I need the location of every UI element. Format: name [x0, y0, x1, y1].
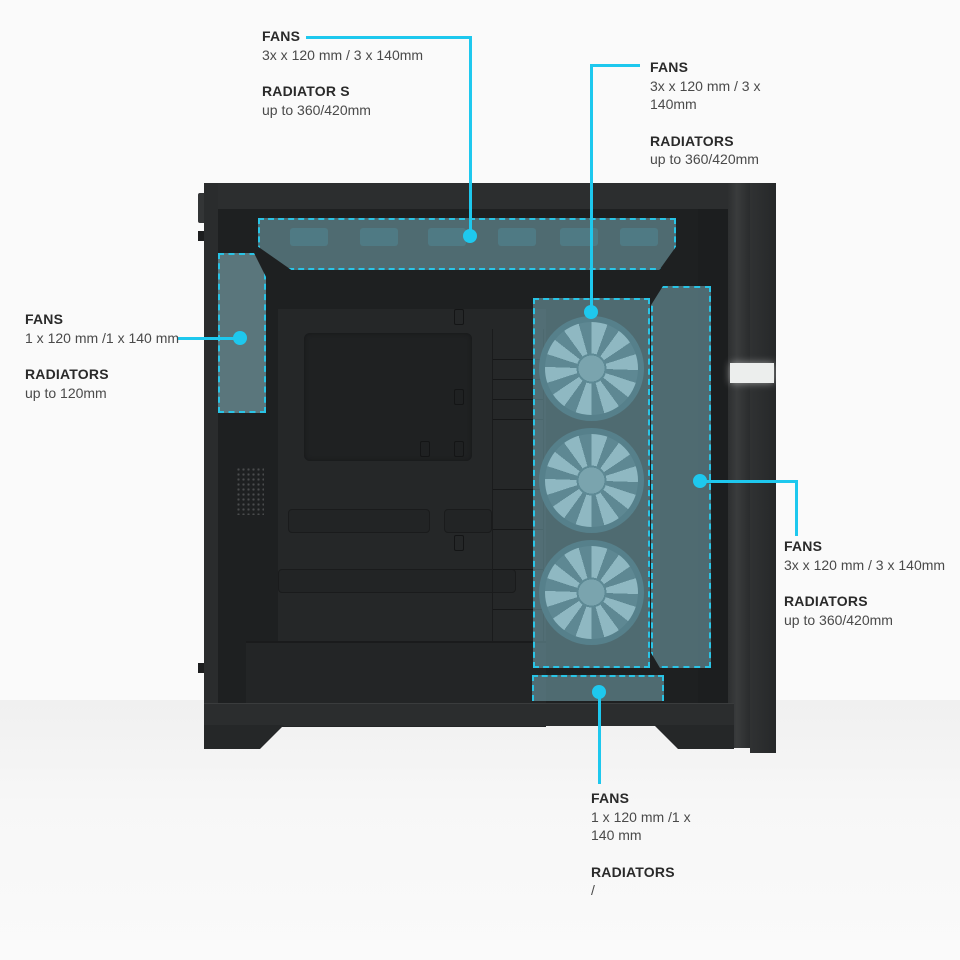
- case-top-frame: [204, 183, 774, 210]
- radiators-value: up to 360/420mm: [650, 151, 759, 167]
- middle-radiator-zone: [533, 298, 650, 668]
- fans-value: 1 x 120 mm /1 x 140 mm: [25, 329, 180, 346]
- callout-dot-bottom: [592, 685, 606, 699]
- callout-line-side: [700, 480, 798, 483]
- grommet: [454, 309, 464, 325]
- fan-icon: [539, 540, 644, 645]
- callout-dot-side: [693, 474, 707, 488]
- fans-value: 3x x 120 mm / 3 x 140mm: [784, 556, 946, 573]
- cable-slot: [288, 509, 430, 533]
- callout-dot-top: [463, 229, 477, 243]
- floor-background: [0, 700, 960, 960]
- radiators-heading: RADIATORS: [25, 366, 109, 382]
- front-panel: [750, 183, 776, 753]
- grommet: [454, 389, 464, 405]
- top-fan-zone: [258, 218, 676, 270]
- radiators-value: up to 360/420mm: [262, 101, 371, 118]
- rear-bracket: [198, 193, 206, 223]
- callout-dot-middle: [584, 305, 598, 319]
- cable-slot: [278, 569, 516, 593]
- grommet: [454, 535, 464, 551]
- radiators-heading: RADIATOR S: [262, 83, 350, 99]
- fans-heading: FANS: [650, 59, 689, 75]
- case-foot-right: [654, 725, 734, 749]
- callout-line-side: [795, 480, 798, 536]
- case-foot-left: [204, 725, 284, 749]
- radiators-heading: RADIATORS: [650, 132, 734, 149]
- callout-line-top: [306, 36, 472, 39]
- radiators-heading: RADIATORS: [591, 863, 675, 880]
- radiators-value: up to 360/420mm: [784, 611, 893, 628]
- callout-line-middle: [590, 64, 593, 312]
- fans-heading: FANS: [262, 28, 301, 44]
- cpu-cutout: [304, 333, 472, 461]
- front-pillar: [728, 183, 750, 748]
- fans-value: 3x x 120 mm / 3 x 140mm: [262, 46, 424, 63]
- grommet: [420, 441, 430, 457]
- callout-label-side: FANS 3x x 120 mm / 3 x 140mm RADIATORS u…: [784, 537, 945, 629]
- thumbscrew: [198, 231, 204, 241]
- cable-slot: [444, 509, 492, 533]
- grommet: [454, 441, 464, 457]
- callout-label-middle: FANS 3x x 120 mm / 3 x 140mm RADIATORS u…: [650, 58, 780, 169]
- fans-value: 1 x 120 mm /1 x 140 mm: [591, 808, 691, 844]
- callout-line-bottom: [598, 692, 601, 784]
- fan-icon: [539, 428, 644, 533]
- radiators-value: up to 120mm: [25, 384, 107, 401]
- thumbscrew: [198, 663, 204, 673]
- callout-label-bottom: FANS 1 x 120 mm /1 x 140 mm RADIATORS /: [591, 789, 721, 900]
- case-rear-frame: [204, 183, 218, 703]
- front-led-strip: [730, 363, 774, 383]
- callout-label-top: FANS 3x x 120 mm / 3 x 140mm RADIATOR S …: [262, 27, 423, 119]
- fans-value: 3x x 120 mm / 3 x 140mm: [650, 77, 761, 113]
- pc-case-illustration: [198, 183, 776, 753]
- callout-dot-rear: [233, 331, 247, 345]
- radiators-heading: RADIATORS: [784, 593, 868, 609]
- fan-icon: [539, 316, 644, 421]
- callout-label-rear: FANS 1 x 120 mm /1 x 140 mm RADIATORS up…: [25, 310, 179, 402]
- fans-heading: FANS: [25, 311, 64, 327]
- rear-vent: [236, 467, 264, 515]
- callout-line-middle: [590, 64, 640, 67]
- callout-line-rear: [178, 337, 240, 340]
- radiators-value: /: [591, 882, 595, 898]
- fans-heading: FANS: [591, 790, 630, 806]
- callout-line-top: [469, 36, 472, 236]
- fans-heading: FANS: [784, 538, 823, 554]
- case-base: [204, 703, 734, 726]
